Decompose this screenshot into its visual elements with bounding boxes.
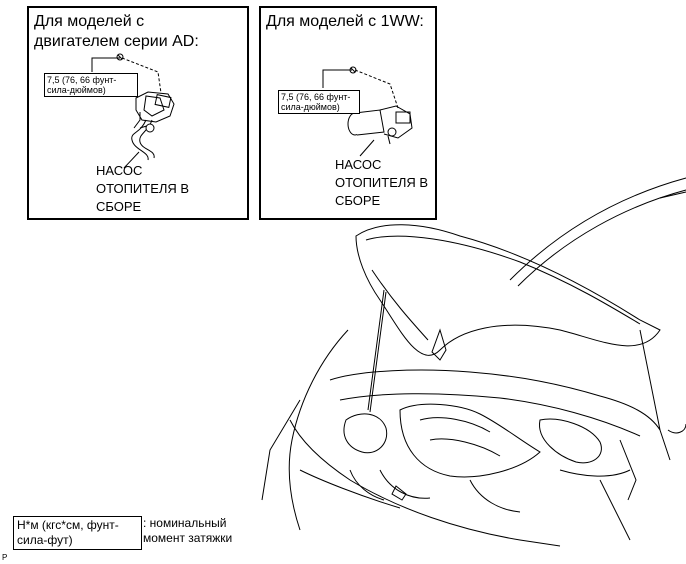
torque-spec-box-right: 7,5 (76, 66 фунт- сила-дюймов): [278, 90, 360, 114]
vehicle-open-hood-drawing: [261, 177, 686, 547]
bolt-icon-left: [116, 53, 124, 61]
panel-title-1ww-engine: Для моделей с 1WW:: [266, 13, 424, 30]
corner-mark: P: [2, 553, 8, 562]
legend-description: : номинальный момент затяжки: [143, 516, 233, 545]
part-label-right: НАСОС ОТОПИТЕЛЯ В СБОРЕ: [335, 157, 429, 208]
torque-spec-box-left: 7,5 (76, 66 фунт- сила-дюймов): [44, 73, 138, 97]
part-label-left: НАСОС ОТОПИТЕЛЯ В СБОРЕ: [96, 163, 190, 214]
heater-pump-left-drawing: [131, 91, 175, 161]
heater-pump-right-drawing: [347, 105, 413, 145]
panel-title-ad-engine: Для моделей с двигателем серии AD:: [34, 13, 199, 50]
legend-unit-box: Н*м (кгс*см, фунт- сила-фут): [13, 516, 142, 550]
